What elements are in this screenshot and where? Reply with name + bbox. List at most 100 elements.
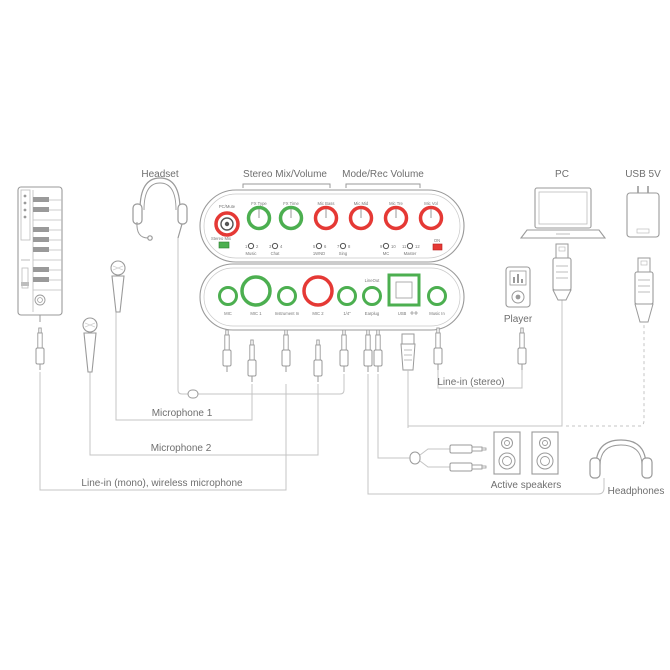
microphone-1-label: Microphone 1	[152, 408, 213, 419]
knob-fx-time-label: FX Time	[283, 201, 299, 206]
active-speakers-label: Active speakers	[491, 480, 562, 491]
btn-num: 9	[380, 244, 383, 249]
speaker-icon	[493, 431, 521, 475]
keyboard-icon	[17, 186, 63, 322]
jack-quarter-inch[interactable]	[337, 286, 357, 306]
jack-mic-2[interactable]	[302, 275, 334, 307]
speaker-icon	[531, 431, 559, 475]
mode-button-label: Sing	[339, 251, 348, 256]
jack-plug-icon	[339, 329, 349, 373]
usb-plug-icon	[552, 243, 572, 301]
jack-plug-icon	[313, 339, 323, 383]
player-label: Player	[504, 314, 533, 325]
wire-line-in-stereo	[437, 370, 523, 389]
wire-microphone-2	[89, 372, 319, 456]
jack-plug-icon	[281, 329, 291, 373]
jack-quarter-inch-label: 1/4"	[343, 311, 351, 316]
mode-button-sing[interactable]	[339, 242, 347, 250]
btn-num: 10	[391, 244, 396, 249]
knob-mic-mid-label: Mic Mid	[354, 201, 369, 206]
jack-instrument-in-label: Instrument In	[275, 311, 300, 316]
knob-fx-time[interactable]	[278, 205, 304, 231]
mode-button-chat[interactable]	[271, 242, 279, 250]
knob-mic-bass-label: Mic Bass	[318, 201, 335, 206]
btn-num: 5	[313, 244, 316, 249]
btn-num: 7	[337, 244, 340, 249]
microphone-2-label: Microphone 2	[151, 443, 212, 454]
jack-music-in[interactable]	[427, 286, 447, 306]
jack-plug-icon	[373, 329, 383, 373]
line-out-label: LineOut	[365, 278, 381, 283]
pc-mute-knob[interactable]	[214, 211, 240, 237]
wire-line-in-mono	[39, 372, 287, 491]
jack-plug-icon	[517, 327, 527, 371]
pc-label: PC	[555, 169, 569, 180]
laptop-icon	[519, 187, 607, 239]
control-panel-bottom: MIC MIC 1 Instrument In MIC 2 1/4" LineO…	[199, 263, 465, 331]
jack-earplug[interactable]	[362, 286, 382, 306]
wires	[39, 238, 645, 495]
wire-headphones	[367, 374, 605, 495]
knob-mic-vol-label: Mic Vol	[424, 201, 438, 206]
on-label: ON	[434, 238, 440, 243]
knob-mic-mid[interactable]	[348, 205, 374, 231]
microphone-icon	[82, 317, 98, 373]
stereo-mix-switch[interactable]	[218, 241, 230, 249]
jack-plug-icon	[363, 329, 373, 373]
btn-num: 12	[415, 244, 420, 249]
jack-plug-icon	[35, 327, 45, 371]
btn-num: 8	[348, 244, 351, 249]
mode-button-label: Music	[246, 251, 257, 256]
mode-button-mc[interactable]	[382, 242, 390, 250]
wire-speakers	[377, 374, 410, 459]
jack-mic-label: MIC	[224, 311, 232, 316]
mode-button-master[interactable]	[406, 242, 414, 250]
mode-button-label: Chat	[271, 251, 281, 256]
jack-mic-1-label: MIC 1	[250, 311, 262, 316]
headset-icon	[132, 177, 188, 241]
btn-num: 3	[269, 244, 272, 249]
headphones-icon	[589, 439, 653, 479]
jack-mic-2-label: MIC 2	[312, 311, 324, 316]
wire-usb-5v	[407, 322, 645, 428]
knob-mic-tre-label: Mic Tre	[389, 201, 403, 206]
mode-button-label: Master	[404, 251, 417, 256]
usb-5v-label: USB 5V	[625, 169, 661, 180]
jack-earplug-label: Earplug	[365, 311, 380, 316]
jack-mic-1[interactable]	[240, 275, 272, 307]
control-panel-top: PC/Mute Stereo Mix FX Type FX Time Mic B…	[199, 189, 465, 263]
wire-microphone-1	[115, 312, 253, 421]
knob-mic-vol[interactable]	[418, 205, 444, 231]
btn-num: 11	[402, 244, 407, 249]
usb-port-label: USB	[398, 311, 407, 316]
jack-plug-icon	[433, 327, 443, 371]
on-switch[interactable]	[432, 243, 443, 251]
player-icon	[505, 266, 531, 308]
jack-instrument-in[interactable]	[277, 286, 297, 306]
usb-plug-icon	[400, 333, 416, 384]
mode-button-music[interactable]	[247, 242, 255, 250]
mode-buttons: 1 2 Music 3 4 Chat 5 6 1WND 7 8 Sing 9 1…	[245, 242, 420, 256]
mode-rec-volume-label: Mode/Rec Volume	[342, 169, 424, 180]
pc-mute-label: PC/Mute	[219, 204, 236, 209]
line-in-mono-label: Line-in (mono), wireless microphone	[81, 478, 243, 489]
jack-plug-icon	[222, 329, 232, 373]
jack-mic[interactable]	[218, 286, 238, 306]
wire-pc-usb	[407, 300, 563, 427]
connector-icon	[187, 389, 199, 399]
headset-label: Headset	[141, 169, 178, 180]
microphone-icon	[110, 260, 126, 313]
mode-button-label: MC	[383, 251, 390, 256]
usb-icon	[410, 311, 418, 315]
knob-fx-type[interactable]	[246, 205, 272, 231]
knob-mic-tre[interactable]	[383, 205, 409, 231]
knob-mic-bass[interactable]	[313, 205, 339, 231]
mode-button-1wnd[interactable]	[315, 242, 323, 250]
wire-headset	[177, 238, 345, 395]
jack-plug-icon	[247, 339, 257, 383]
btn-num: 2	[256, 244, 259, 249]
line-in-stereo-label: Line-in (stereo)	[437, 377, 504, 388]
stereo-mix-volume-label: Stereo Mix/Volume	[243, 169, 327, 180]
usb-charger-icon	[626, 186, 660, 238]
